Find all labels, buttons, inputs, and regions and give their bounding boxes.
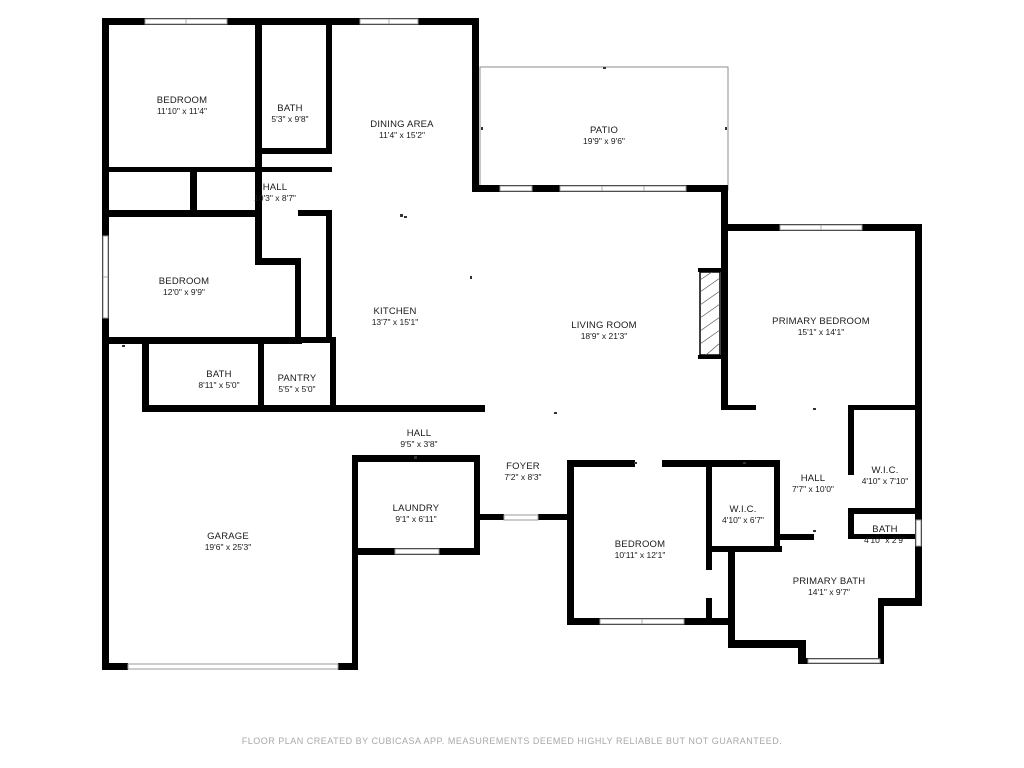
room-name: PRIMARY BATH bbox=[793, 576, 866, 587]
room-primary-bath: PRIMARY BATH 14'1" x 9'7" bbox=[793, 576, 866, 597]
room-name: BATH bbox=[277, 103, 302, 114]
room-bath-n: BATH 5'3" x 9'8" bbox=[271, 103, 308, 124]
room-name: DINING AREA bbox=[370, 119, 434, 130]
room-name: KITCHEN bbox=[373, 306, 416, 317]
room-dimensions: 8'11" x 5'0" bbox=[198, 380, 239, 390]
room-dimensions: 4'10" x 6'7" bbox=[722, 515, 764, 525]
room-hall-w: HALL 10'3" x 8'7" bbox=[254, 182, 296, 203]
fireplace bbox=[699, 271, 721, 356]
room-hall-e: HALL 7'7" x 10'0" bbox=[792, 473, 834, 494]
room-name: BATH bbox=[206, 369, 231, 380]
room-primary-bedroom: PRIMARY BEDROOM 15'1" x 14'1" bbox=[772, 316, 870, 337]
room-dimensions: 11'10" x 11'4" bbox=[157, 106, 207, 116]
room-bedroom-w: BEDROOM 12'0" x 9'9" bbox=[159, 276, 210, 297]
room-wic-e: W.I.C. 4'10" x 7'10" bbox=[862, 465, 909, 486]
room-dining-area: DINING AREA 11'4" x 15'2" bbox=[370, 119, 434, 140]
room-dimensions: 4'10" x 2'9" bbox=[864, 535, 906, 545]
room-bedroom-nw: BEDROOM 11'10" x 11'4" bbox=[157, 95, 208, 116]
walls bbox=[102, 18, 922, 670]
room-dimensions: 19'9" x 9'6" bbox=[583, 136, 625, 146]
room-dimensions: 5'5" x 5'0" bbox=[278, 384, 315, 394]
tick-markers bbox=[122, 67, 816, 532]
room-hall-mid: HALL 9'5" x 3'8" bbox=[400, 428, 437, 449]
room-dimensions: 19'6" x 25'3" bbox=[205, 542, 252, 552]
room-name: BEDROOM bbox=[615, 539, 666, 550]
room-dimensions: 11'4" x 15'2" bbox=[379, 130, 425, 140]
room-dimensions: 14'1" x 9'7" bbox=[808, 587, 850, 597]
room-name: LIVING ROOM bbox=[571, 320, 637, 331]
room-dimensions: 18'9" x 21'3" bbox=[581, 331, 628, 341]
room-dimensions: 9'1" x 6'11" bbox=[395, 514, 436, 524]
room-name: BEDROOM bbox=[157, 95, 208, 106]
room-name: PRIMARY BEDROOM bbox=[772, 316, 870, 327]
room-name: HALL bbox=[263, 182, 288, 193]
room-dimensions: 12'0" x 9'9" bbox=[163, 287, 205, 297]
room-name: GARAGE bbox=[207, 531, 249, 542]
room-dimensions: 10'3" x 8'7" bbox=[254, 193, 296, 203]
room-dimensions: 13'7" x 15'1" bbox=[372, 317, 419, 327]
room-name: PANTRY bbox=[278, 373, 317, 384]
room-name: W.I.C. bbox=[871, 465, 898, 476]
room-living-room: LIVING ROOM 18'9" x 21'3" bbox=[571, 320, 637, 341]
footer-disclaimer: FLOOR PLAN CREATED BY CUBICASA APP. MEAS… bbox=[241, 736, 783, 746]
windows bbox=[102, 18, 922, 670]
room-name: FOYER bbox=[506, 461, 540, 472]
room-bath-e: BATH 4'10" x 2'9" bbox=[864, 524, 906, 545]
room-dimensions: 7'7" x 10'0" bbox=[792, 484, 834, 494]
room-name: HALL bbox=[407, 428, 432, 439]
room-bath-w: BATH 8'11" x 5'0" bbox=[198, 369, 239, 390]
room-laundry: LAUNDRY 9'1" x 6'11" bbox=[393, 503, 440, 524]
room-name: BEDROOM bbox=[159, 276, 210, 287]
room-name: BATH bbox=[872, 524, 897, 535]
room-patio: PATIO 19'9" x 9'6" bbox=[583, 125, 625, 146]
room-dimensions: 4'10" x 7'10" bbox=[862, 476, 909, 486]
room-pantry: PANTRY 5'5" x 5'0" bbox=[278, 373, 317, 394]
room-bedroom-s: BEDROOM 10'11" x 12'1" bbox=[615, 539, 666, 560]
room-dimensions: 15'1" x 14'1" bbox=[798, 327, 845, 337]
room-name: W.I.C. bbox=[729, 504, 756, 515]
room-dimensions: 9'5" x 3'8" bbox=[400, 439, 437, 449]
room-name: HALL bbox=[801, 473, 826, 484]
room-kitchen: KITCHEN 13'7" x 15'1" bbox=[372, 306, 419, 327]
room-dimensions: 7'2" x 8'3" bbox=[504, 472, 541, 482]
room-garage: GARAGE 19'6" x 25'3" bbox=[205, 531, 252, 552]
room-dimensions: 5'3" x 9'8" bbox=[271, 114, 308, 124]
room-dimensions: 10'11" x 12'1" bbox=[615, 550, 666, 560]
room-name: PATIO bbox=[590, 125, 618, 136]
room-foyer: FOYER 7'2" x 8'3" bbox=[504, 461, 541, 482]
room-wic-s: W.I.C. 4'10" x 6'7" bbox=[722, 504, 764, 525]
room-name: LAUNDRY bbox=[393, 503, 440, 514]
